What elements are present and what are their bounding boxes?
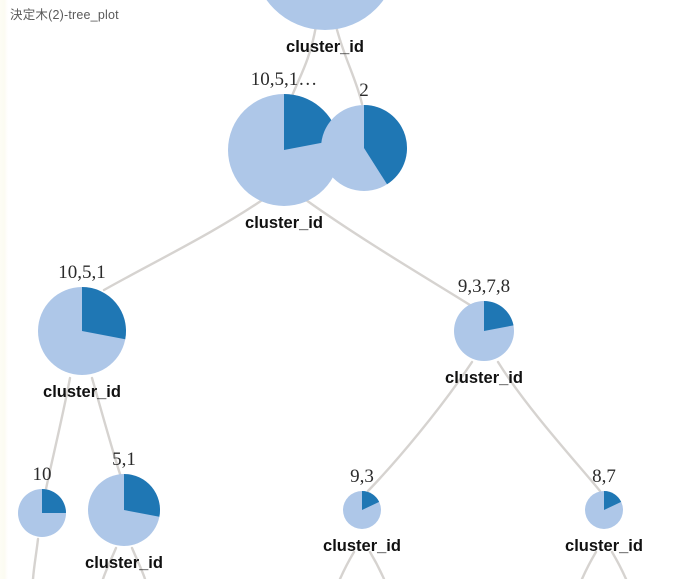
tree-node[interactable]: 9,3,7,8 cluster_id xyxy=(445,276,523,387)
tree-node[interactable]: 10 xyxy=(18,464,66,537)
tree-edge xyxy=(90,376,122,476)
tree-edge xyxy=(496,360,602,493)
node-value-label: 10 xyxy=(33,464,52,485)
page-title: 決定木(2)-tree_plot xyxy=(10,8,119,22)
pie-slice-dark xyxy=(42,489,66,513)
node-feature-label: cluster_id xyxy=(323,537,401,555)
node-value-label: 8,7 xyxy=(592,466,616,487)
pie-slice-dark xyxy=(604,491,622,510)
tree-edges-layer xyxy=(31,24,628,579)
tree-edge xyxy=(610,550,628,579)
tree-edge xyxy=(130,546,147,579)
node-value-label: 9,3 xyxy=(350,466,374,487)
tree-edge xyxy=(580,550,598,579)
pie-slice-dark xyxy=(82,287,126,340)
tree-edge xyxy=(290,24,318,98)
tree-edge xyxy=(338,550,356,579)
node-value-label: 2 xyxy=(359,80,369,101)
pie-slice-dark xyxy=(362,491,380,510)
tree-node[interactable]: 9,3 cluster_id xyxy=(323,466,401,555)
tree-edge xyxy=(366,360,474,493)
pie-slice-dark xyxy=(124,474,160,517)
tree-node[interactable]: 10,5,1 cluster_id xyxy=(38,262,126,401)
node-feature-label: cluster_id xyxy=(85,554,163,572)
node-feature-label: cluster_id xyxy=(445,369,523,387)
node-feature-label: cluster_id xyxy=(565,537,643,555)
tree-edge xyxy=(44,376,72,491)
tree-node[interactable]: 5,1 cluster_id xyxy=(85,449,163,572)
tree-node[interactable]: 8,7 cluster_id xyxy=(565,466,643,555)
tree-edge xyxy=(101,546,118,579)
pie-slice-dark xyxy=(484,301,514,331)
node-value-label: 10,5,1 xyxy=(58,262,106,283)
pie-slice-dark xyxy=(364,105,408,185)
tree-edge xyxy=(304,198,472,307)
node-feature-label: cluster_id xyxy=(286,38,364,56)
node-feature-label: cluster_id xyxy=(43,383,121,401)
tree-node[interactable]: cluster_id xyxy=(253,0,397,56)
tree-nodes-layer: cluster_id 10,5,1… cluster_id 2 10,5,1 cluste… xyxy=(18,0,643,572)
node-value-label: 5,1 xyxy=(112,449,136,470)
tree-node[interactable]: 2 xyxy=(321,80,408,191)
tree-edge xyxy=(368,550,386,579)
node-feature-label: cluster_id xyxy=(245,214,323,232)
canvas-left-margin-strip xyxy=(0,0,8,579)
pie-slice-light xyxy=(266,0,384,30)
tree-edge xyxy=(334,24,364,106)
tree-edge xyxy=(102,194,270,292)
node-value-label: 9,3,7,8 xyxy=(458,276,510,297)
tree-edge xyxy=(31,537,40,579)
node-value-label: 10,5,1… xyxy=(251,69,318,90)
